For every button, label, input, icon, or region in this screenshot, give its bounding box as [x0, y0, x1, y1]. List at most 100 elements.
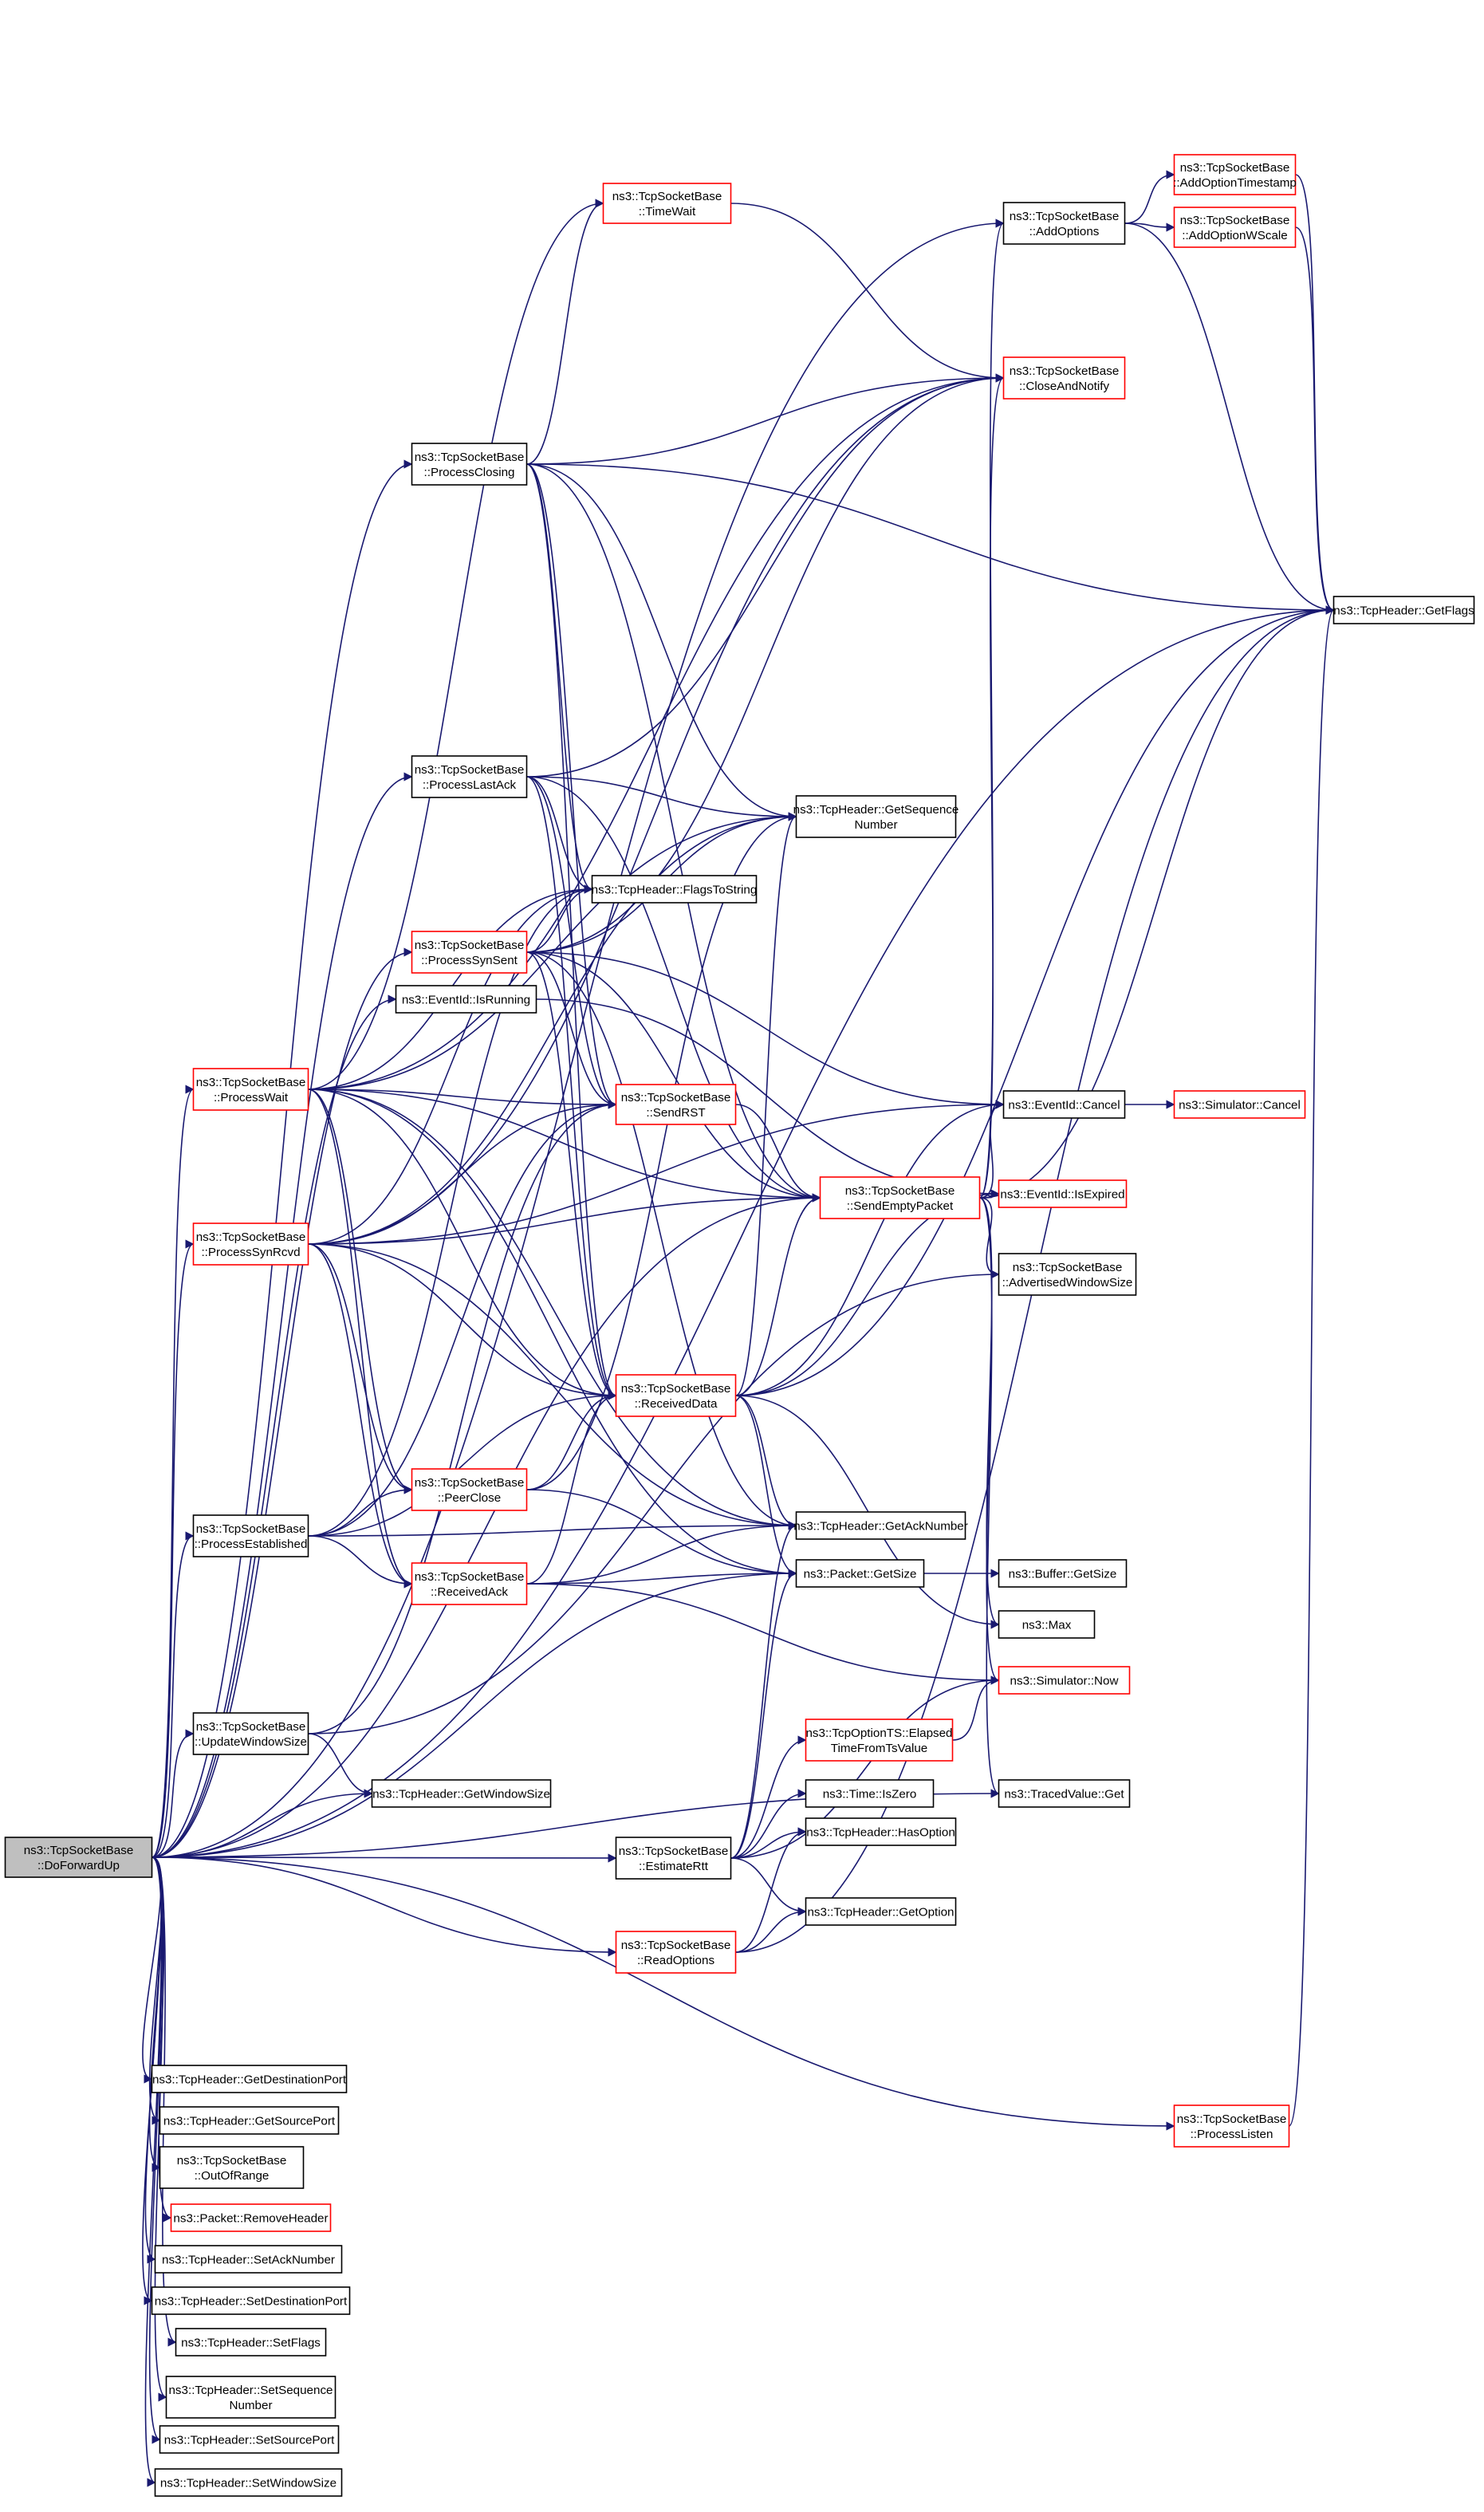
node-label: ns3::TcpHeader::HasOption: [806, 1825, 955, 1839]
node-label: ns3::Simulator::Now: [1010, 1674, 1119, 1687]
edge-estrtt-to-getsize: [730, 1569, 797, 1859]
node-box: [1002, 356, 1126, 400]
node-label: ::TimeWait: [639, 205, 696, 219]
node-label: ::AddOptions: [1029, 225, 1100, 238]
node-plisten[interactable]: ns3::TcpSocketBase::ProcessListen: [1173, 2104, 1290, 2148]
node-label: ::ReceivedData: [635, 1397, 718, 1411]
node-getflags[interactable]: ns3::TcpHeader::GetFlags: [1332, 596, 1475, 624]
node-box: [170, 2203, 332, 2232]
node-addws[interactable]: ns3::TcpSocketBase::AddOptionWScale: [1173, 207, 1297, 248]
node-box: [192, 1068, 309, 1111]
node-setack[interactable]: ns3::TcpHeader::SetAckNumber: [154, 2245, 343, 2274]
node-box: [998, 1666, 1131, 1695]
edge-sendempty-to-closenotify: [978, 373, 1005, 1199]
edge-addopts-to-getflags: [1124, 222, 1335, 615]
node-setflags[interactable]: ns3::TcpHeader::SetFlags: [175, 2328, 327, 2356]
node-hasopt[interactable]: ns3::TcpHeader::HasOption: [805, 1817, 957, 1846]
node-label: ns3::TcpHeader::GetSourcePort: [163, 2114, 336, 2128]
node-getsize[interactable]: ns3::Packet::GetSize: [795, 1559, 925, 1588]
node-psynrcvd[interactable]: ns3::TcpSocketBase::ProcessSynRcvd: [192, 1223, 309, 1266]
node-recvack[interactable]: ns3::TcpSocketBase::ReceivedAck: [411, 1562, 528, 1605]
node-getack[interactable]: ns3::TcpHeader::GetAckNumber: [793, 1511, 968, 1540]
node-box: [1002, 1090, 1126, 1119]
edge-pclosing-to-closenotify: [526, 373, 1005, 465]
node-box: [819, 1176, 981, 1219]
node-label: ns3::Packet::GetSize: [804, 1567, 917, 1581]
node-pclosing[interactable]: ns3::TcpSocketBase::ProcessClosing: [411, 443, 528, 486]
node-setsrc[interactable]: ns3::TcpHeader::SetSourcePort: [159, 2425, 340, 2454]
node-simnow[interactable]: ns3::Simulator::Now: [998, 1666, 1131, 1695]
node-label: ns3::TcpSocketBase: [177, 2154, 287, 2167]
node-box: [159, 2106, 340, 2135]
node-box: [602, 183, 732, 224]
node-simcancel[interactable]: ns3::Simulator::Cancel: [1173, 1090, 1306, 1119]
node-label: ns3::TcpHeader::SetFlags: [181, 2336, 321, 2349]
node-updwin[interactable]: ns3::TcpSocketBase::UpdateWindowSize: [192, 1712, 309, 1755]
node-addts[interactable]: ns3::TcpSocketBase::AddOptionTimestamp: [1173, 154, 1297, 195]
node-sendrst[interactable]: ns3::TcpSocketBase::SendRST: [615, 1084, 737, 1125]
node-label: ns3::TcpSocketBase: [1177, 2112, 1287, 2126]
node-label: ::ProcessClosing: [424, 466, 515, 479]
node-closenotify[interactable]: ns3::TcpSocketBase::CloseAndNotify: [1002, 356, 1126, 400]
edge-dofwd-to-isrunning: [152, 994, 397, 1858]
node-advwin[interactable]: ns3::TcpSocketBase::AdvertisedWindowSize: [998, 1253, 1137, 1296]
node-flags2str[interactable]: ns3::TcpHeader::FlagsToString: [592, 875, 758, 904]
node-setdst[interactable]: ns3::TcpHeader::SetDestinationPort: [151, 2286, 351, 2315]
edge-estrtt-to-elapsed: [730, 1735, 807, 1859]
node-getdst[interactable]: ns3::TcpHeader::GetDestinationPort: [151, 2065, 348, 2093]
node-isexpired[interactable]: ns3::EventId::IsExpired: [998, 1179, 1128, 1208]
node-label: ns3::TcpHeader::GetWindowSize: [372, 1787, 550, 1801]
node-pestab[interactable]: ns3::TcpSocketBase::ProcessEstablished: [192, 1514, 309, 1557]
node-box: [395, 985, 537, 1014]
edge-recvdata-to-getflags: [735, 605, 1335, 1396]
edge-pclosing-to-getseq: [526, 463, 797, 821]
node-pwait[interactable]: ns3::TcpSocketBase::ProcessWait: [192, 1068, 309, 1111]
edge-dofwd-to-psynsent: [152, 947, 413, 1858]
node-box: [165, 2376, 337, 2419]
node-label: ns3::EventId::IsExpired: [1000, 1187, 1124, 1201]
node-rmheader[interactable]: ns3::Packet::RemoveHeader: [170, 2203, 332, 2232]
edge-recvdata-to-getseq: [735, 812, 797, 1396]
edge-psynsent-to-getack: [526, 951, 797, 1530]
node-box: [4, 1837, 153, 1878]
node-box: [159, 2425, 340, 2454]
node-recvdata[interactable]: ns3::TcpSocketBase::ReceivedData: [615, 1374, 737, 1417]
node-getopt[interactable]: ns3::TcpHeader::GetOption: [805, 1897, 957, 1926]
node-dofwd[interactable]: ns3::TcpSocketBase::DoForwardUp: [4, 1837, 153, 1878]
node-setwin[interactable]: ns3::TcpHeader::SetWindowSize: [154, 2468, 343, 2497]
edge-recvack-to-getsize: [526, 1569, 797, 1585]
node-readopts[interactable]: ns3::TcpSocketBase::ReadOptions: [615, 1931, 737, 1974]
node-getwin[interactable]: ns3::TcpHeader::GetWindowSize: [371, 1779, 552, 1808]
node-label: ns3::TcpSocketBase: [415, 939, 525, 952]
node-tracedget[interactable]: ns3::TracedValue::Get: [998, 1779, 1131, 1808]
node-cancel[interactable]: ns3::EventId::Cancel: [1002, 1090, 1126, 1119]
node-sendempty[interactable]: ns3::TcpSocketBase::SendEmptyPacket: [819, 1176, 981, 1219]
node-psynsent[interactable]: ns3::TcpSocketBase::ProcessSynSent: [411, 931, 528, 974]
node-plastack[interactable]: ns3::TcpSocketBase::ProcessLastAck: [411, 755, 528, 798]
edge-pwait-to-sendrst: [308, 1089, 617, 1109]
node-peerclose[interactable]: ns3::TcpSocketBase::PeerClose: [411, 1468, 528, 1511]
node-timewait[interactable]: ns3::TcpSocketBase::TimeWait: [602, 183, 732, 224]
node-max[interactable]: ns3::Max: [998, 1610, 1096, 1639]
node-iszero[interactable]: ns3::Time::IsZero: [805, 1779, 935, 1808]
node-box: [411, 1468, 528, 1511]
node-isrunning[interactable]: ns3::EventId::IsRunning: [395, 985, 537, 1014]
node-label: ::AddOptionWScale: [1182, 229, 1288, 242]
edge-pwait-to-recvdata: [308, 1089, 617, 1400]
node-label: ns3::TcpHeader::GetOption: [807, 1905, 954, 1919]
node-getsrc[interactable]: ns3::TcpHeader::GetSourcePort: [159, 2106, 340, 2135]
edge-recvdata-to-max: [735, 1395, 1000, 1629]
edge-peerclose-to-getsize: [526, 1489, 797, 1578]
node-label: ns3::TcpSocketBase: [621, 1939, 731, 1952]
node-addopts[interactable]: ns3::TcpSocketBase::AddOptions: [1002, 202, 1126, 245]
node-label: ns3::Buffer::GetSize: [1009, 1567, 1117, 1581]
node-bufsize[interactable]: ns3::Buffer::GetSize: [998, 1559, 1128, 1588]
node-label: ::AdvertisedWindowSize: [1002, 1276, 1133, 1289]
node-estrtt[interactable]: ns3::TcpSocketBase::EstimateRtt: [615, 1837, 732, 1880]
node-outofrange[interactable]: ns3::TcpSocketBase::OutOfRange: [159, 2146, 305, 2189]
edge-plastack-to-sendempty: [526, 776, 821, 1203]
